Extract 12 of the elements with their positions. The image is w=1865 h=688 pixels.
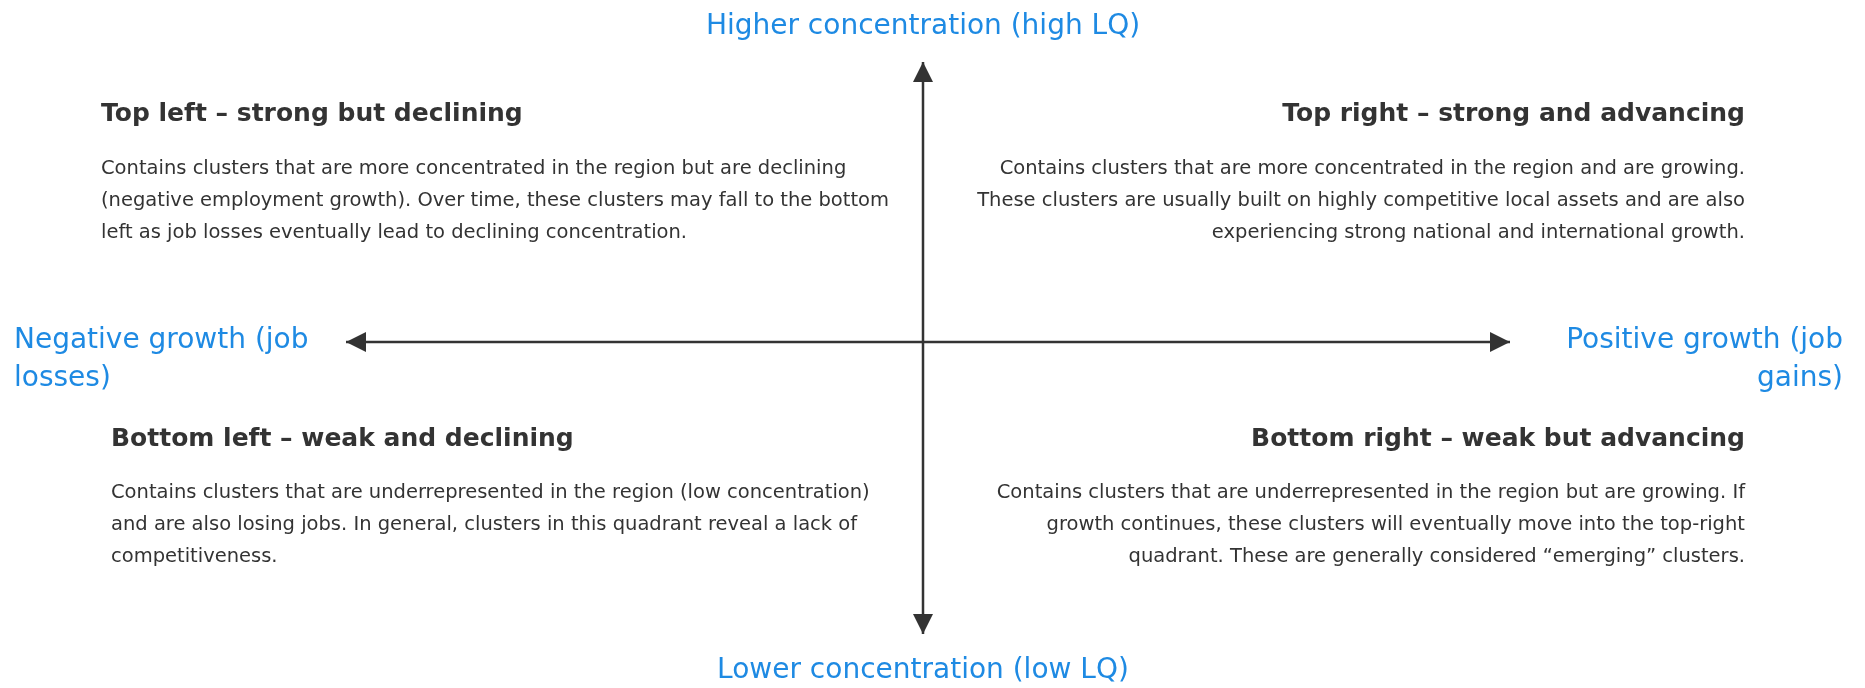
axis-label: Negative growth (job losses) (14, 321, 310, 395)
quadrant-heading: Top left – strong but declining (101, 98, 523, 127)
quadrant-heading: Top right – strong and advancing (1281, 98, 1745, 127)
axis-label: Lower concentration (low LQ) (716, 651, 1130, 687)
axis-label: Higher concentration (high LQ) (704, 7, 1142, 43)
quadrant-description: Contains clusters that are underrepresented in the region but are growing. If growth continues, these clusters will eventually move into the top-right quadrant. These are generally considered “emerging” clusters. (995, 479, 1745, 569)
quadrant-description: Contains clusters that are underrepresented in the region (low concentration) and are also losing jobs. In general, clusters in this quadrant reveal a lack of competitiveness. (111, 479, 871, 569)
quadrant-heading: Bottom left – weak and declining (111, 423, 574, 452)
quadrant-heading: Bottom right – weak but advancing (1250, 423, 1745, 452)
axis-label: Positive growth (job gains) (1565, 321, 1843, 395)
quadrant-description: Contains clusters that are more concentrated in the region and are growing. These clusters are usually built on highly competitive local assets and are also experiencing strong national and international growth. (976, 155, 1745, 245)
quadrant-description: Contains clusters that are more concentrated in the region but are declining (negative employment growth). Over time, these clusters may fall to the bottom left as job losses eventually lead to declining concentration. (101, 155, 891, 245)
